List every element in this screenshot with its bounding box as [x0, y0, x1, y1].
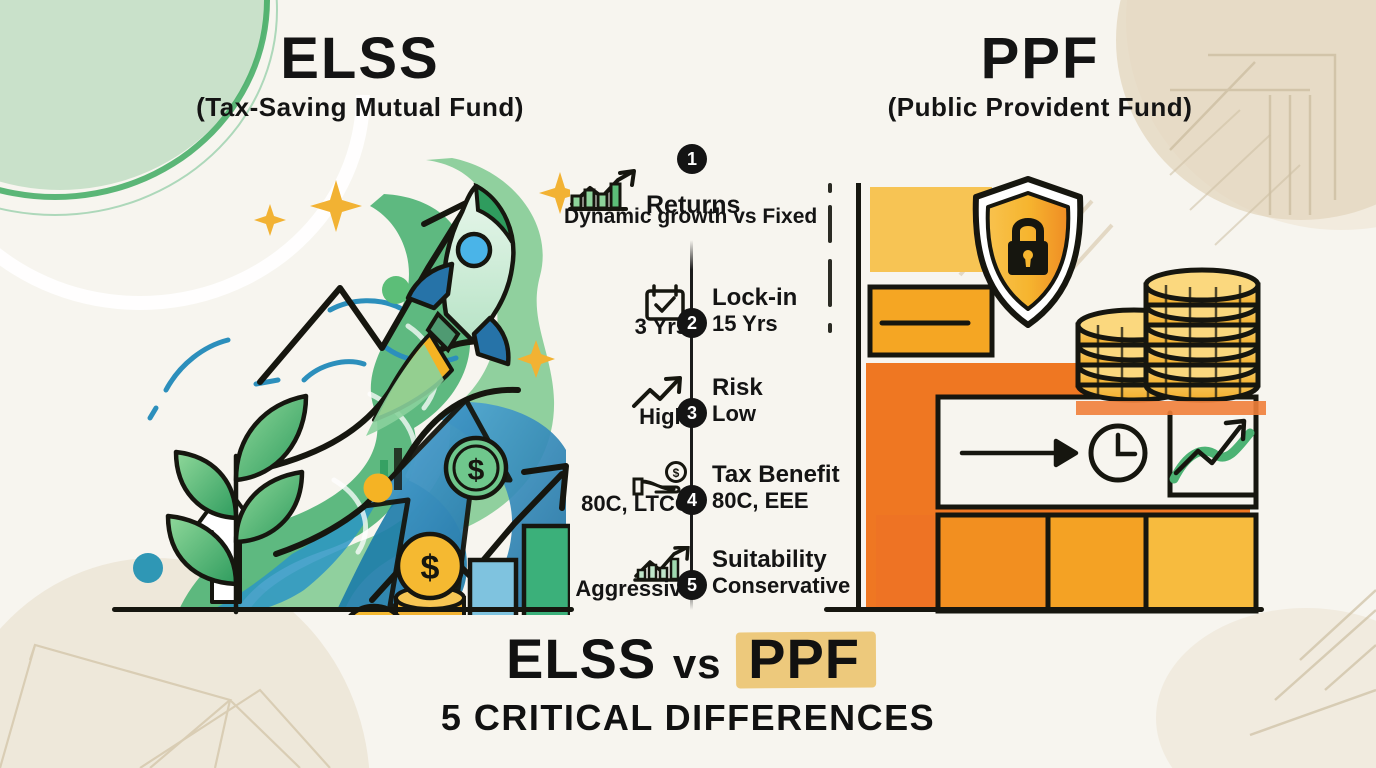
footer-vs-text: vs	[672, 640, 722, 687]
bottom-block-2	[935, 512, 1051, 614]
row-right-value: Conservative	[712, 573, 851, 598]
row-number-badge: 2	[677, 308, 707, 338]
row-number-badge: 3	[677, 398, 707, 428]
svg-text:$: $	[468, 454, 485, 487]
footer-title-line1: ELSS vs PPF	[506, 628, 870, 695]
svg-text:$: $	[673, 466, 680, 480]
calendar-check-icon	[548, 284, 688, 321]
footer-title-block: ELSS vs PPF 5 CRITICAL DIFFERENCES	[0, 628, 1376, 739]
bottom-block-3	[1045, 512, 1149, 614]
coin-stack-icon	[1075, 267, 1261, 403]
accent-dot	[133, 553, 163, 583]
bottom-block-4	[1143, 512, 1259, 614]
comparison-list: 1 Returns D	[560, 140, 860, 620]
hand-coin-icon: $	[532, 461, 692, 496]
chart-coins-cluster: $ $	[348, 435, 570, 615]
arrow-right-icon	[959, 438, 1079, 468]
bottom-block-1	[876, 515, 934, 611]
clock-icon	[1088, 423, 1148, 483]
row-left-value: 3 Yrs	[634, 314, 688, 339]
ppf-title-text: PPF	[980, 26, 1100, 91]
dollar-coin-icon: $	[443, 435, 509, 501]
frame-vertical-bar	[856, 183, 861, 611]
elss-illustration: $ $	[133, 158, 570, 615]
row-label: Tax Benefit	[712, 461, 840, 488]
comparison-row-suitability[interactable]: 5 Aggressive	[560, 545, 860, 622]
bar-green	[521, 523, 570, 615]
row-right-value: Low	[712, 401, 756, 426]
footer-subtitle: 5 CRITICAL DIFFERENCES	[440, 697, 936, 738]
comparison-row-tax-benefit[interactable]: 4 $ 80C, LTCG Tax Benefit 80C, EEE	[560, 461, 860, 537]
row-label: Returns	[646, 191, 741, 219]
row-number-badge: 1	[677, 144, 707, 174]
row-label: Suitability	[712, 546, 827, 573]
accent-dashes	[147, 298, 459, 421]
row-left-value: 80C, LTCG	[581, 491, 692, 516]
bar-chart-growth-icon	[568, 168, 640, 219]
footer-elss-text: ELSS	[505, 627, 657, 690]
row-left-value: High	[639, 404, 688, 429]
sparkle-icon	[254, 172, 570, 378]
row-number-badge: 4	[677, 485, 707, 515]
row-value-combined: Dynamic growth vs Fixed	[564, 205, 818, 228]
ground-strip	[1076, 401, 1266, 415]
plant-sprout-icon	[165, 393, 309, 615]
mini-bars	[363, 448, 402, 503]
row-label: Lock-in	[712, 284, 798, 311]
elss-panel-title: ELSS (Tax-Saving Mutual Fund)	[150, 28, 570, 124]
ppf-subtitle-text: (Public Provident Fund)	[887, 92, 1193, 122]
bar-chart-growth-icon	[524, 545, 694, 582]
row-right-value: 80C, EEE	[712, 488, 809, 513]
comparison-row-lockin[interactable]: 2 3 Yrs Lock-in 15 Yrs	[560, 284, 860, 360]
svg-text:$: $	[421, 549, 440, 587]
elss-title-text: ELSS	[280, 26, 440, 91]
bar-blue	[467, 557, 519, 615]
accent-dot-green	[382, 276, 410, 304]
ppf-panel-title: PPF (Public Provident Fund)	[830, 28, 1250, 124]
shield-lock-icon	[972, 176, 1084, 328]
line-chart-icon	[1167, 410, 1257, 498]
rocket-icon	[366, 182, 516, 436]
row-left-value: Aggressive	[575, 576, 694, 601]
footer-ppf-highlight: PPF	[738, 628, 870, 690]
comparison-row-returns[interactable]: 1 Returns D	[560, 140, 860, 228]
block-yellow-top	[870, 187, 992, 272]
elss-baseline	[112, 607, 574, 612]
ppf-baseline	[824, 607, 1264, 612]
row-right-value: 15 Yrs	[712, 311, 778, 336]
row-label: Risk	[712, 374, 763, 401]
elss-subtitle-text: (Tax-Saving Mutual Fund)	[196, 92, 524, 122]
comparison-row-risk[interactable]: 3 High Risk Low	[560, 374, 860, 450]
row-number-badge: 5	[677, 570, 707, 600]
trend-up-arrow-icon	[548, 374, 688, 408]
ppf-illustration	[828, 176, 1266, 614]
